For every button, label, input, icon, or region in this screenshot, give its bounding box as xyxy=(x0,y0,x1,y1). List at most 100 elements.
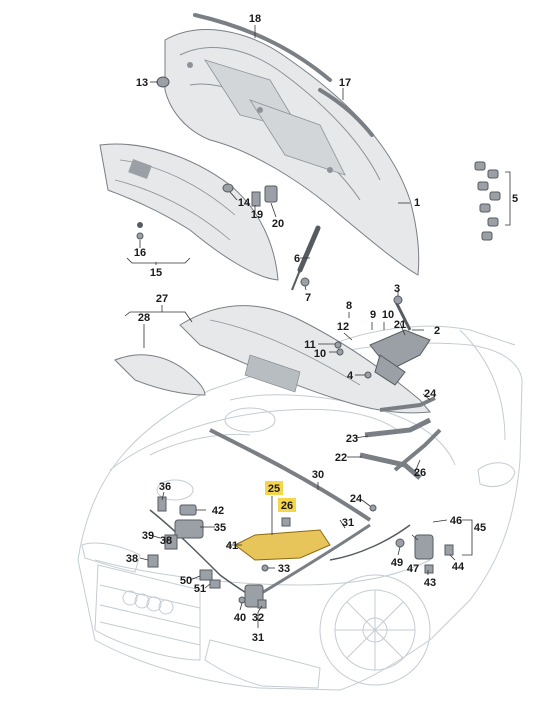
cover-29 xyxy=(114,354,206,396)
bolt-34 xyxy=(261,564,269,572)
screw-10 xyxy=(336,348,344,356)
clip-16 xyxy=(136,232,144,240)
grommet-13 xyxy=(156,76,170,88)
callout-25: 25 xyxy=(268,483,280,495)
bolt-4 xyxy=(364,371,372,379)
callout-20: 20 xyxy=(272,218,284,230)
gas-strut-6 xyxy=(291,225,321,291)
callout-28: 27 xyxy=(156,293,168,305)
seal-24 xyxy=(379,396,436,412)
fastener-kit-5 xyxy=(474,161,501,241)
bolt-40 xyxy=(238,596,246,604)
callout-7: 7 xyxy=(305,292,311,304)
callout-10: 10 xyxy=(382,309,394,321)
callout-3: 3 xyxy=(394,283,400,295)
bracket-39 xyxy=(164,534,178,550)
callout-23: 23 xyxy=(346,433,358,445)
screw-11 xyxy=(334,341,342,349)
highlight-25 xyxy=(265,481,283,495)
bracket-38 xyxy=(147,554,159,568)
callout-19: 19 xyxy=(251,209,263,221)
callout-14: 14 xyxy=(238,197,251,209)
part-50 xyxy=(199,569,213,581)
callout-41: 41 xyxy=(226,540,238,552)
seal-31 xyxy=(249,523,371,602)
callout-labels: 18 17 13 1 5 14 19 20 6 7 16 15 3 2 4 8 … xyxy=(126,13,518,644)
callout-39: 39 xyxy=(142,530,154,542)
callout-40: 40 xyxy=(234,612,246,624)
callout-1: 1 xyxy=(414,197,420,209)
callout-15: 15 xyxy=(150,267,162,279)
callout-36: 36 xyxy=(159,481,171,493)
callout-45: 45 xyxy=(474,522,486,534)
part-51 xyxy=(209,579,221,589)
hood-panel xyxy=(164,29,420,276)
car-outline xyxy=(77,325,523,691)
callout-24: 24 xyxy=(424,388,437,400)
callout-18: 18 xyxy=(249,13,261,25)
callout-32: 31 xyxy=(252,632,264,644)
callout-21: 21 xyxy=(394,319,406,331)
callout-37: 38 xyxy=(160,535,172,547)
callout-8: 8 xyxy=(346,300,352,312)
callout-27: 26 xyxy=(414,467,426,479)
cable-46 xyxy=(329,524,411,561)
highlight-26 xyxy=(278,498,296,512)
bolt-3 xyxy=(393,295,403,305)
callout-16: 16 xyxy=(134,247,146,259)
hood-latch-41 xyxy=(234,529,331,561)
bolt-49 xyxy=(395,538,405,548)
callout-22: 22 xyxy=(335,452,347,464)
cowl-panel xyxy=(179,305,431,414)
part-44 xyxy=(444,544,454,556)
callout-13: 13 xyxy=(136,77,148,89)
latch-20 xyxy=(264,185,278,203)
callout-10b: 10 xyxy=(314,348,326,360)
lock-35 xyxy=(174,519,204,539)
callout-5: 5 xyxy=(512,193,518,205)
seal-strip-17 xyxy=(318,88,374,137)
leader-lines xyxy=(124,25,511,628)
ball-stud-7 xyxy=(300,277,310,287)
insulation-mat xyxy=(99,143,279,281)
callout-47: 47 xyxy=(407,563,419,575)
callout-44: 44 xyxy=(452,561,465,573)
bracket-36 xyxy=(157,496,167,512)
screw-24b xyxy=(369,504,377,512)
seal-27 xyxy=(393,428,442,472)
callout-17: 17 xyxy=(339,77,351,89)
callout-43: 43 xyxy=(424,577,436,589)
bump-stop-14 xyxy=(222,183,234,193)
callout-26: 26 xyxy=(281,500,293,512)
callout-46: 46 xyxy=(450,515,462,527)
callout-9: 9 xyxy=(370,309,376,321)
callout-35: 35 xyxy=(214,522,226,534)
part-33 xyxy=(257,599,267,609)
callout-6: 6 xyxy=(294,253,300,265)
callout-38: 38 xyxy=(126,553,138,565)
part-43 xyxy=(424,564,434,574)
callout-42: 42 xyxy=(212,505,224,517)
callout-2: 2 xyxy=(434,325,440,337)
callout-11: 11 xyxy=(304,339,316,351)
seal-23 xyxy=(364,417,432,438)
part-26 xyxy=(281,517,291,527)
callout-33: 32 xyxy=(252,612,264,624)
callout-4: 4 xyxy=(347,370,354,382)
callout-24b: 24 xyxy=(350,493,363,505)
callout-34: 33 xyxy=(278,563,290,575)
seal-30 xyxy=(209,428,372,522)
handle-42 xyxy=(179,504,197,516)
callout-31: 31 xyxy=(342,517,354,529)
seal-22 xyxy=(359,452,422,480)
callout-51: 51 xyxy=(194,583,206,595)
seal-strip-18 xyxy=(193,13,332,82)
callout-49: 49 xyxy=(391,557,403,569)
callout-50: 50 xyxy=(180,575,192,587)
hinge-assembly xyxy=(369,299,431,386)
callout-30: 30 xyxy=(312,469,324,481)
callout-29: 28 xyxy=(138,312,150,324)
latch-right-47 xyxy=(414,534,434,560)
bracket-19 xyxy=(251,191,261,207)
